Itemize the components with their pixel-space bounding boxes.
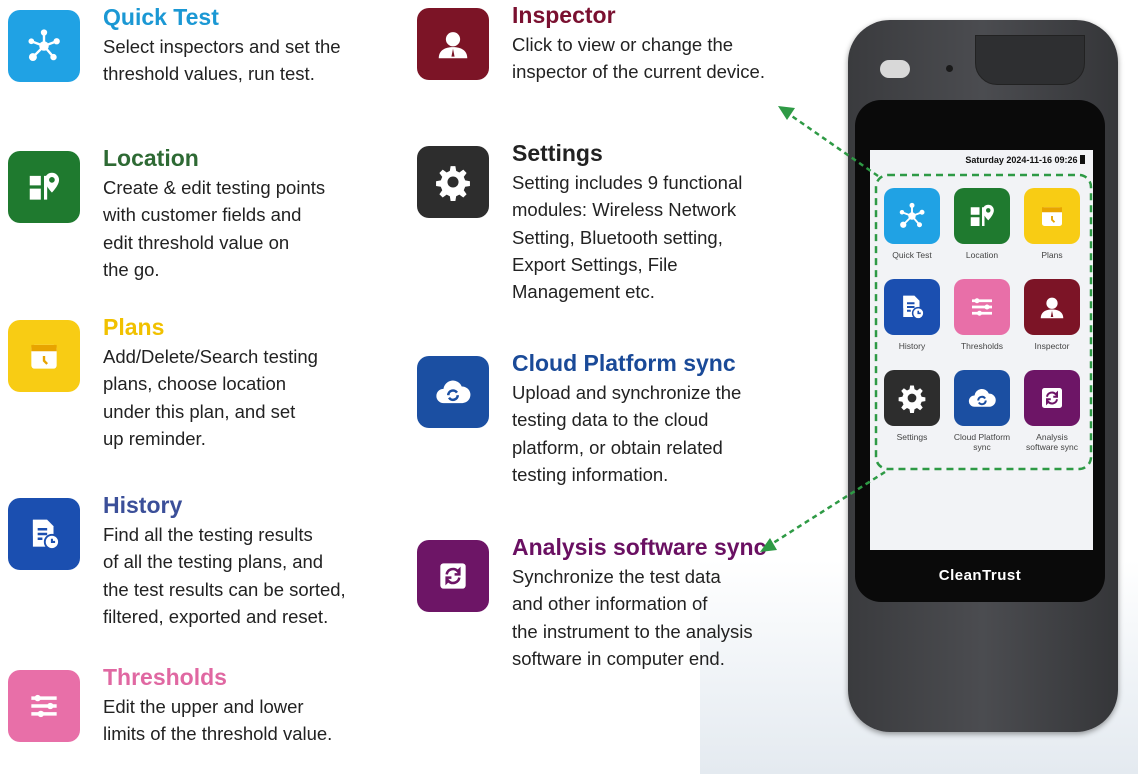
app-tile-plans[interactable]: Plans <box>1019 188 1085 260</box>
feature-title: Location <box>103 145 199 171</box>
app-tile-thresholds[interactable]: Thresholds <box>949 279 1015 351</box>
feature-description: Edit the upper and lower limits of the t… <box>103 696 333 745</box>
app-tile-cloud-platform-sync[interactable]: Cloud Platform sync <box>949 370 1015 452</box>
app-tile-label: Quick Test <box>892 250 932 260</box>
sliders-icon <box>31 694 57 718</box>
sync-icon <box>440 563 466 589</box>
device-display: Saturday 2024-11-16 09:26 Quick Test Loc… <box>870 150 1093 550</box>
arrowhead-inspector <box>778 106 795 120</box>
app-tile-location[interactable]: Location <box>949 188 1015 260</box>
speaker-grille <box>975 35 1085 85</box>
arrow-to-inspector <box>785 110 879 178</box>
app-tile-label: Thresholds <box>960 341 1004 351</box>
calendar-icon <box>1042 207 1062 226</box>
app-tile-label: History <box>898 341 926 351</box>
app-tile-icon[interactable] <box>1024 188 1080 244</box>
feature-title: Settings <box>512 140 603 166</box>
arrow-to-analysis <box>769 470 886 547</box>
sync-icon <box>1042 388 1062 408</box>
app-tile-settings[interactable]: Settings <box>879 370 945 442</box>
network-icon <box>28 29 60 62</box>
app-tile-icon[interactable] <box>954 279 1010 335</box>
feature-icon-badge <box>8 670 80 742</box>
user-icon <box>438 32 468 59</box>
feature-title: Inspector <box>512 2 616 28</box>
app-tile-quick-test[interactable]: Quick Test <box>879 188 945 260</box>
feature-description: Setting includes 9 functional modules: W… <box>512 172 743 303</box>
app-tile-history[interactable]: History <box>879 279 945 351</box>
app-tile-label: Analysis software sync <box>1026 432 1078 452</box>
map-pin-icon <box>970 204 994 226</box>
feature-title: Thresholds <box>103 664 227 690</box>
cloud-sync-icon <box>436 380 471 404</box>
network-icon <box>899 202 925 228</box>
feature-description: Upload and synchronize the testing data … <box>512 382 742 485</box>
feature-icon-badge <box>8 10 80 82</box>
app-tile-label: Plans <box>1041 250 1063 260</box>
app-tile-inspector[interactable]: Inspector <box>1019 279 1085 351</box>
front-camera <box>946 65 953 72</box>
gear-icon <box>898 385 926 413</box>
app-tile-label: Settings <box>896 432 928 442</box>
document-clock-icon <box>32 519 60 550</box>
app-tile-icon[interactable] <box>884 279 940 335</box>
feature-title: Quick Test <box>103 4 219 30</box>
status-bar: Saturday 2024-11-16 09:26 <box>965 155 1085 165</box>
feature-icon-badge <box>8 151 80 223</box>
status-datetime: Saturday 2024-11-16 09:26 <box>965 155 1078 165</box>
app-tile-icon[interactable] <box>884 370 940 426</box>
feature-description: Add/Delete/Search testing plans, choose … <box>103 346 318 449</box>
flash-light <box>880 60 910 78</box>
gear-icon <box>436 166 470 201</box>
feature-description: Select inspectors and set the threshold … <box>103 36 341 85</box>
map-pin-icon <box>29 172 60 200</box>
feature-description: Click to view or change the inspector of… <box>512 34 765 83</box>
feature-title: Analysis software sync <box>512 534 767 560</box>
arrowhead-analysis <box>760 538 777 552</box>
sliders-icon <box>972 298 992 316</box>
app-tile-label: Cloud Platform sync <box>953 432 1011 452</box>
feature-icon-badge <box>8 498 80 570</box>
highlight-box <box>874 173 1093 471</box>
app-tile-icon[interactable] <box>1024 279 1080 335</box>
feature-icon-badge <box>417 540 489 612</box>
cloud-sync-icon <box>968 388 996 407</box>
app-tile-analysis-software-sync[interactable]: Analysis software sync <box>1019 370 1085 452</box>
feature-icon-badge <box>8 320 80 392</box>
app-tile-label: Location <box>965 250 999 260</box>
app-tile-icon[interactable] <box>954 370 1010 426</box>
feature-icon-badge <box>417 356 489 428</box>
device-brand: CleanTrust <box>938 567 1022 584</box>
feature-title: History <box>103 492 183 518</box>
battery-icon <box>1080 155 1085 164</box>
app-tile-icon[interactable] <box>1024 370 1080 426</box>
feature-icon-badge <box>417 8 489 80</box>
feature-description: Create & edit testing points with custom… <box>103 177 326 280</box>
feature-title: Plans <box>103 314 165 340</box>
app-tile-icon[interactable] <box>954 188 1010 244</box>
app-tile-icon[interactable] <box>884 188 940 244</box>
document-clock-icon <box>903 295 925 320</box>
feature-title: Cloud Platform sync <box>512 350 736 376</box>
feature-description: Find all the testing results of all the … <box>103 524 346 627</box>
app-tile-label: Inspector <box>1034 341 1070 351</box>
calendar-icon <box>31 344 57 369</box>
user-icon <box>1040 297 1064 319</box>
feature-icon-badge <box>417 146 489 218</box>
feature-description: Synchronize the test data and other info… <box>512 566 753 669</box>
